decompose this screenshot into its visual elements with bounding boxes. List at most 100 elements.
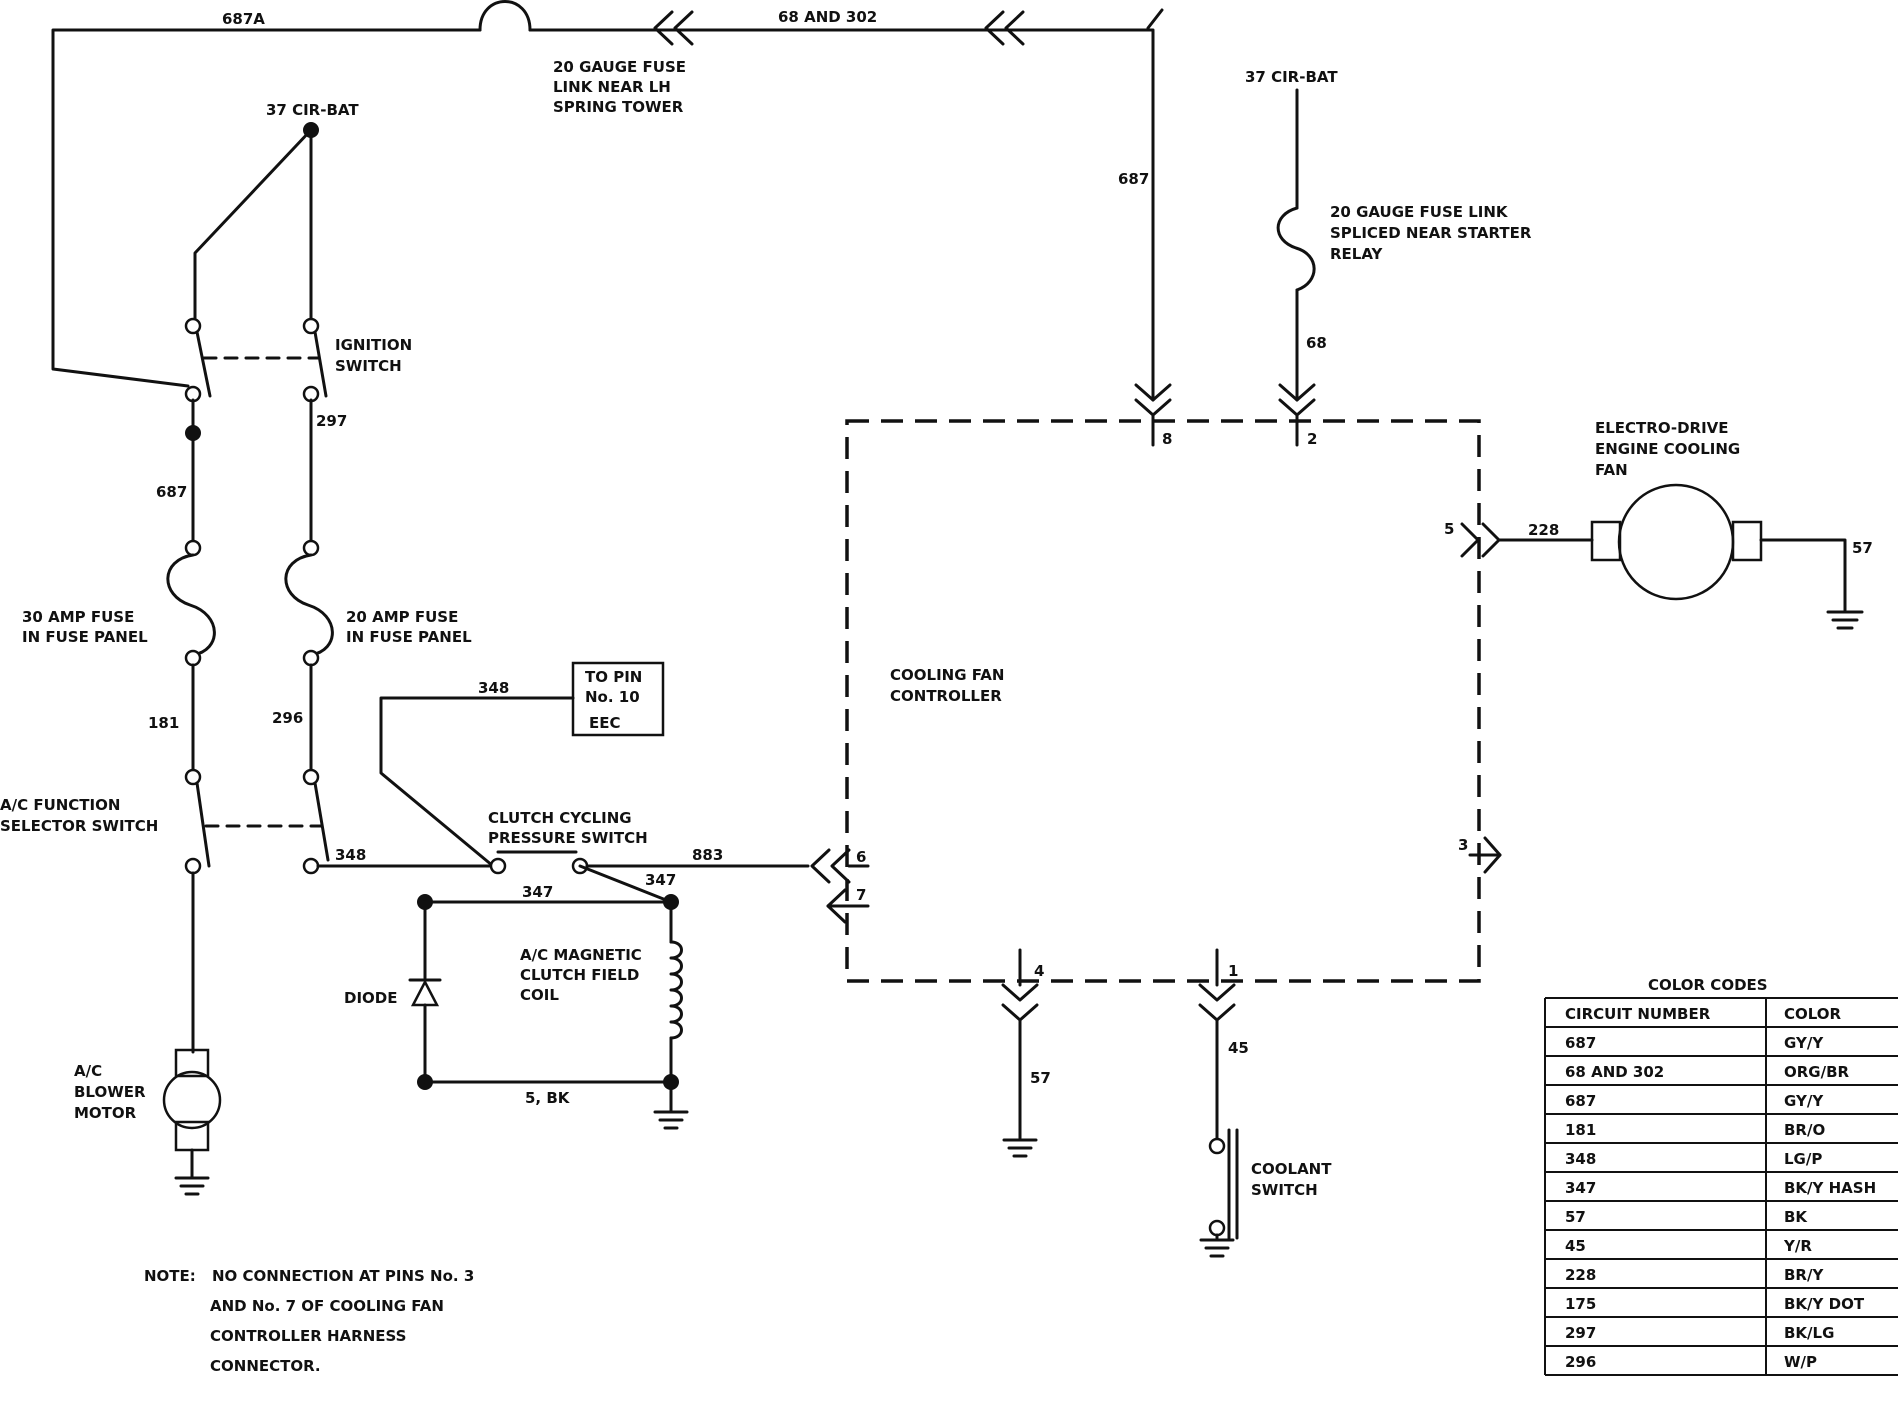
svg-text:ELECTRO-DRIVE: ELECTRO-DRIVE — [1595, 419, 1729, 437]
table-header-color: COLOR — [1784, 1005, 1842, 1023]
table-cell-color: LG/P — [1784, 1150, 1822, 1168]
svg-text:MOTOR: MOTOR — [74, 1104, 137, 1122]
wire-label-348-upper: 348 — [478, 679, 509, 697]
table-cell-color: BK/LG — [1784, 1324, 1834, 1342]
table-cell-circuit: 175 — [1565, 1295, 1596, 1313]
ignition-switch-label: IGNITION SWITCH — [335, 336, 412, 375]
cooling-fan-label: ELECTRO-DRIVE ENGINE COOLING FAN — [1595, 419, 1740, 479]
svg-text:CLUTCH FIELD: CLUTCH FIELD — [520, 966, 639, 984]
svg-text:NO CONNECTION AT PINS No. 3: NO CONNECTION AT PINS No. 3 — [212, 1267, 474, 1285]
svg-text:TO PIN: TO PIN — [585, 668, 642, 686]
table-cell-circuit: 348 — [1565, 1150, 1596, 1168]
wire-label-68-302: 68 AND 302 — [778, 8, 877, 26]
svg-text:IN FUSE PANEL: IN FUSE PANEL — [22, 628, 148, 646]
table-cell-color: W/P — [1784, 1353, 1817, 1371]
coolant-switch-label: COOLANT SWITCH — [1251, 1160, 1332, 1199]
fuse-20-amp — [284, 539, 334, 667]
wire-348-to-eec — [379, 696, 575, 868]
table-cell-circuit: 347 — [1565, 1179, 1596, 1197]
svg-text:IGNITION: IGNITION — [335, 336, 412, 354]
wire-label-57-ctrl: 57 — [1030, 1069, 1051, 1087]
fuse-link-starter — [1276, 88, 1316, 402]
wire-label-228: 228 — [1528, 521, 1559, 539]
svg-text:EEC: EEC — [589, 714, 621, 732]
wire-label-347-right: 347 — [645, 871, 676, 889]
connector-pin-2 — [1278, 383, 1316, 447]
wire-label-296: 296 — [272, 709, 303, 727]
fuse-20-amp-label: 20 AMP FUSE IN FUSE PANEL — [346, 608, 472, 646]
table-cell-color: ORG/BR — [1784, 1063, 1850, 1081]
pin-3-label: 3 — [1458, 836, 1468, 854]
ac-function-selector-switch — [184, 768, 330, 875]
connector-chevron-top-left — [653, 10, 694, 46]
pin-7-label: 7 — [856, 886, 866, 904]
table-cell-circuit: 45 — [1565, 1237, 1586, 1255]
svg-text:20 GAUGE FUSE LINK: 20 GAUGE FUSE LINK — [1330, 203, 1509, 221]
ignition-switch — [184, 317, 328, 403]
table-cell-color: Y/R — [1783, 1237, 1812, 1255]
svg-text:20 AMP FUSE: 20 AMP FUSE — [346, 608, 458, 626]
connector-pin-4 — [1001, 948, 1039, 1158]
eec-label: TO PIN No. 10 EEC — [585, 668, 642, 732]
svg-text:30 AMP FUSE: 30 AMP FUSE — [22, 608, 134, 626]
color-codes-title: COLOR CODES — [1648, 976, 1768, 994]
ground-symbol — [653, 1080, 689, 1130]
svg-text:IN FUSE PANEL: IN FUSE PANEL — [346, 628, 472, 646]
clutch-coil-label: A/C MAGNETIC CLUTCH FIELD COIL — [520, 946, 642, 1004]
connector-pin-5 — [1460, 522, 1594, 558]
svg-text:NOTE:: NOTE: — [144, 1267, 196, 1285]
connector-pin-6 — [810, 848, 870, 884]
cirbat-right-label: 37 CIR-BAT — [1245, 68, 1338, 86]
eec-box — [571, 661, 665, 737]
svg-text:COIL: COIL — [520, 986, 559, 1004]
svg-text:ENGINE COOLING: ENGINE COOLING — [1595, 440, 1740, 458]
svg-text:COOLING FAN: COOLING FAN — [890, 666, 1004, 684]
wire-label-57-fan: 57 — [1852, 539, 1873, 557]
table-cell-color: BK/Y HASH — [1784, 1179, 1876, 1197]
connector-pin-3 — [1468, 836, 1502, 874]
fuse-link-lh-label: 20 GAUGE FUSE LINK NEAR LH SPRING TOWER — [553, 58, 686, 116]
coolant-switch — [1199, 1128, 1239, 1258]
table-cell-color: BR/O — [1784, 1121, 1825, 1139]
table-cell-circuit: 181 — [1565, 1121, 1596, 1139]
clutch-field-coil — [669, 900, 683, 1084]
electro-drive-cooling-fan — [1590, 483, 1864, 630]
connector-pin-1 — [1198, 948, 1236, 1140]
table-cell-circuit: 228 — [1565, 1266, 1596, 1284]
table-cell-color: BR/Y — [1784, 1266, 1824, 1284]
ac-blower-motor-label: A/C BLOWER MOTOR — [74, 1062, 146, 1122]
wire-label-297: 297 — [316, 412, 347, 430]
wire-label-5bk: 5, BK — [525, 1089, 571, 1107]
svg-text:SWITCH: SWITCH — [335, 357, 402, 375]
cooling-fan-controller-box — [845, 419, 1481, 983]
pin-4-label: 4 — [1034, 962, 1044, 980]
svg-text:No. 10: No. 10 — [585, 688, 640, 706]
table-cell-circuit: 687 — [1565, 1092, 1596, 1110]
wire-label-181: 181 — [148, 714, 179, 732]
wire-label-68: 68 — [1306, 334, 1327, 352]
svg-text:CONTROLLER: CONTROLLER — [890, 687, 1002, 705]
pin-5-label: 5 — [1444, 520, 1454, 538]
wire-label-687-right: 687 — [1118, 170, 1149, 188]
svg-text:BLOWER: BLOWER — [74, 1083, 146, 1101]
cirbat-left-label: 37 CIR-BAT — [266, 101, 359, 119]
table-cell-color: GY/Y — [1784, 1092, 1824, 1110]
connector-pin-8 — [1134, 383, 1172, 447]
pin-1-label: 1 — [1228, 962, 1238, 980]
fuse-link-starter-label: 20 GAUGE FUSE LINK SPLICED NEAR STARTER … — [1330, 203, 1532, 263]
table-header-circuit: CIRCUIT NUMBER — [1565, 1005, 1711, 1023]
svg-text:FAN: FAN — [1595, 461, 1628, 479]
svg-text:COOLANT: COOLANT — [1251, 1160, 1332, 1178]
table-cell-color: BK — [1784, 1208, 1808, 1226]
svg-text:SELECTOR SWITCH: SELECTOR SWITCH — [0, 817, 158, 835]
table-cell-color: BK/Y DOT — [1784, 1295, 1865, 1313]
svg-text:LINK NEAR LH: LINK NEAR LH — [553, 78, 671, 96]
wire-cirbat-left — [193, 128, 313, 320]
table-cell-circuit: 57 — [1565, 1208, 1586, 1226]
svg-text:RELAY: RELAY — [1330, 245, 1384, 263]
svg-text:SPLICED NEAR STARTER: SPLICED NEAR STARTER — [1330, 224, 1532, 242]
wire-label-687-left: 687 — [156, 483, 187, 501]
ac-blower-motor — [162, 1048, 222, 1196]
